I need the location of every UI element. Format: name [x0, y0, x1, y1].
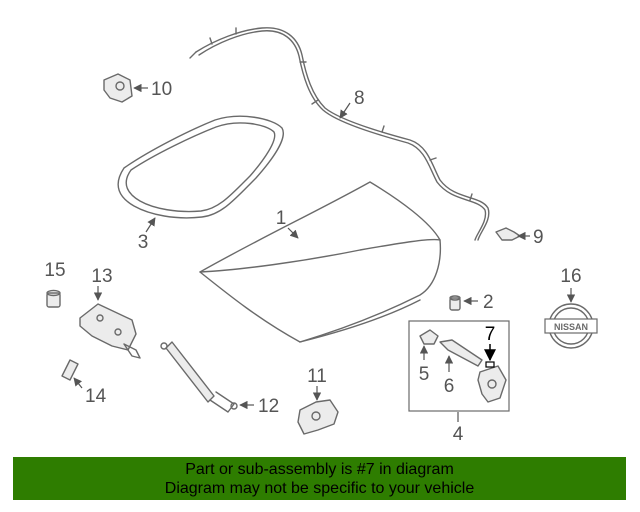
callout-13: 13	[91, 266, 112, 287]
emblem-text: NISSAN	[554, 322, 588, 332]
callout-14: 14	[85, 386, 107, 407]
part-9-clip	[495, 227, 521, 241]
banner-line-2: Diagram may not be specific to your vehi…	[164, 480, 475, 497]
callout-2: 2	[483, 292, 494, 313]
part-13-hinge	[79, 303, 141, 359]
part-11-actuator	[297, 399, 339, 435]
part-7-latch	[477, 361, 507, 403]
leader-3	[145, 217, 156, 233]
callout-11: 11	[307, 366, 327, 387]
info-banner: Part or sub-assembly is #7 in diagram Di…	[13, 457, 626, 500]
callout-15: 15	[44, 260, 65, 281]
callout-1: 1	[276, 208, 287, 229]
part-4-assembly-box	[408, 320, 510, 412]
callout-3: 3	[138, 232, 149, 253]
callout-9: 9	[533, 227, 544, 248]
callout-6: 6	[444, 376, 455, 397]
part-5-striker	[419, 329, 439, 345]
part-15-plug	[46, 289, 61, 308]
banner-line-1: Part or sub-assembly is #7 in diagram	[185, 461, 454, 478]
callout-4: 4	[453, 424, 464, 445]
leader-8	[339, 102, 351, 119]
callout-10: 10	[151, 79, 172, 100]
leader-1	[287, 227, 299, 239]
part-12-strut	[160, 341, 238, 413]
part-6-rod	[439, 339, 483, 367]
part-1-trunk-lid	[199, 181, 442, 343]
callout-5: 5	[419, 364, 430, 385]
callout-16: 16	[560, 266, 581, 287]
leader-14	[73, 377, 83, 389]
part-2-bumper	[449, 295, 461, 311]
callout-7: 7	[485, 324, 496, 345]
part-8-harness	[189, 27, 490, 241]
part-14-bolt	[61, 359, 79, 381]
part-3-seal	[117, 115, 284, 219]
callout-8: 8	[354, 88, 365, 109]
callout-12: 12	[258, 396, 279, 417]
part-16-emblem: NISSAN	[544, 303, 598, 349]
part-10-bracket	[103, 73, 133, 103]
